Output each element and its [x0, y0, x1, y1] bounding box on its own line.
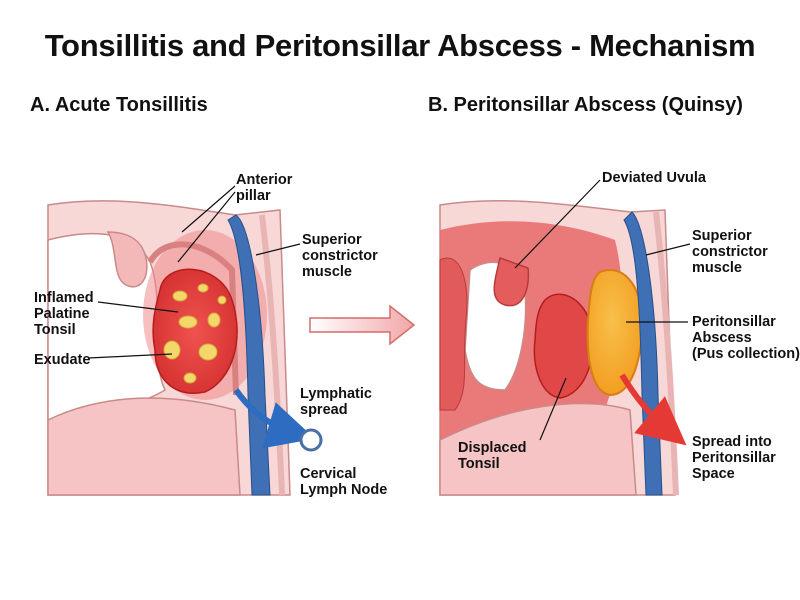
- uvula-a: [106, 231, 148, 288]
- label-abscess: Peritonsillar Abscess (Pus collection): [692, 314, 800, 362]
- label-anterior-pillar: Anterior pillar: [236, 172, 293, 204]
- spread-arrow: [619, 373, 687, 446]
- cervical-lymph-node: [299, 428, 323, 452]
- label-displaced-tonsil: Displaced Tonsil: [458, 440, 527, 472]
- label-superior-constrictor-b: Superior constrictor muscle: [692, 228, 768, 276]
- label-spread: Spread into Peritonsillar Space: [692, 434, 776, 482]
- inflamed-tonsil-a: [152, 268, 238, 394]
- label-superior-constrictor-a: Superior constrictor muscle: [302, 232, 378, 280]
- label-cervical-node: Cervical Lymph Node: [300, 466, 388, 498]
- anterior-pillar-a: [147, 241, 239, 396]
- panel-a-illustration: [47, 185, 323, 496]
- exudate-patches: [163, 283, 227, 384]
- tongue-base-b: [439, 402, 637, 496]
- peritonsillar-abscess: [586, 269, 644, 397]
- diagram-title: Tonsillitis and Peritonsillar Abscess - …: [44, 28, 756, 63]
- lymphatic-arrow: [233, 388, 316, 449]
- tongue-base-a: [47, 397, 241, 496]
- panel-b-illustration: [439, 179, 691, 496]
- superior-constrictor-a: [227, 214, 271, 496]
- deviated-uvula: [493, 257, 530, 307]
- panel-b-title: B. Peritonsillar Abscess (Quinsy): [428, 94, 743, 116]
- panel-a-title: A. Acute Tonsillitis: [30, 94, 208, 116]
- label-lymphatic-spread: Lymphatic spread: [300, 386, 372, 418]
- progression-arrow: [309, 304, 416, 346]
- displaced-tonsil: [533, 293, 594, 399]
- label-deviated-uvula: Deviated Uvula: [602, 170, 706, 186]
- label-inflamed-tonsil: Inflamed Palatine Tonsil: [34, 290, 94, 338]
- label-exudate: Exudate: [34, 352, 91, 368]
